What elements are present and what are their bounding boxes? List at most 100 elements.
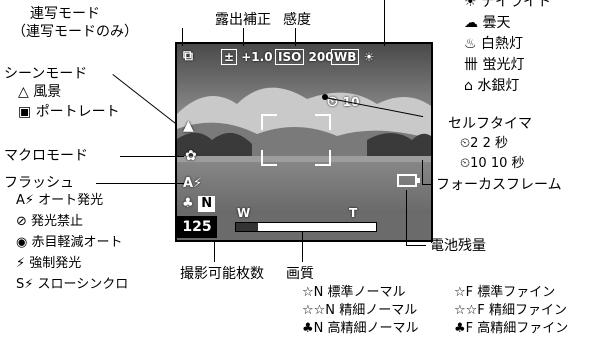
wb-item-label: 曇天 bbox=[482, 15, 511, 31]
quality-item: ☆F 標準ファイン bbox=[454, 285, 555, 301]
wb-mercury-icon: ⌂ bbox=[464, 78, 473, 94]
exposure-label: 露出補正 bbox=[215, 12, 271, 28]
wb-label: WB bbox=[331, 49, 360, 65]
focus-frame-top-right bbox=[315, 114, 331, 130]
wb-item: 卌 蛍光灯 bbox=[464, 57, 551, 78]
self-timer-2s-icon: ⏲2 bbox=[460, 136, 479, 151]
landscape-scene-icon: ▲ bbox=[183, 118, 194, 134]
leader-scene bbox=[112, 74, 177, 125]
iso-label: ISO bbox=[275, 49, 305, 65]
quality-item-label: 高精細ファイン bbox=[477, 321, 569, 336]
battery-label: 電池残量 bbox=[430, 238, 486, 254]
scene-mode-label: シーンモード bbox=[4, 66, 88, 82]
wb-item: ☀ デイライト bbox=[464, 0, 551, 15]
wb-list: ☀ デイライト ☁ 曇天 ♨ 白熱灯 卌 蛍光灯 ⌂ 水銀灯 bbox=[464, 0, 551, 99]
leader-focus-v bbox=[422, 160, 423, 184]
wb-item: ☁ 曇天 bbox=[464, 15, 551, 36]
exposure-compensation-icon: ± bbox=[221, 49, 238, 65]
quality-standard-fine-icon: ☆F bbox=[454, 285, 474, 300]
quality-standard-normal-icon: ☆N bbox=[302, 285, 324, 300]
leader-exposure bbox=[243, 28, 244, 46]
wb-item: ⌂ 水銀灯 bbox=[464, 78, 551, 99]
self-timer-item-label: 2 秒 bbox=[482, 136, 508, 151]
focus-frame-bottom-left bbox=[261, 150, 277, 166]
flash-item: ◉ 赤目軽減オート bbox=[16, 235, 128, 256]
self-timer-icon: ⏲ bbox=[327, 94, 338, 110]
leader-iso bbox=[295, 28, 296, 46]
auto-flash-icon: A⚡ bbox=[183, 176, 203, 191]
continuous-mode-label: 連写モード bbox=[30, 6, 100, 22]
portrait-icon: ▣ bbox=[18, 104, 32, 120]
leader-continuous bbox=[182, 28, 183, 46]
leader-macro bbox=[120, 156, 184, 157]
leader-battery-v bbox=[406, 190, 407, 245]
focus-frame-bottom-right bbox=[315, 150, 331, 166]
flash-item-label: 発光禁止 bbox=[31, 214, 84, 229]
flash-item-label: 赤目軽減オート bbox=[31, 235, 123, 250]
leader-quality bbox=[302, 232, 303, 262]
focus-frame-top-left bbox=[261, 114, 277, 130]
quality-mark: N bbox=[198, 196, 216, 212]
shots-remaining-label: 撮影可能枚数 bbox=[180, 266, 264, 282]
scenery-photo bbox=[177, 44, 431, 240]
wb-incandescent-icon: ♨ bbox=[464, 36, 477, 52]
leader-battery-h bbox=[406, 245, 426, 246]
scene-item-label: 風景 bbox=[33, 84, 62, 100]
focus-frame-label: フォーカスフレーム bbox=[436, 177, 562, 193]
continuous-mode-icon: ⧉ bbox=[183, 48, 193, 64]
flash-item: A⚡ オート発光 bbox=[16, 193, 128, 214]
quality-stars-icon: ♣ bbox=[182, 196, 194, 211]
scene-item: ▣ ポートレート bbox=[18, 104, 120, 120]
wb-fluorescent-icon: 卌 bbox=[464, 57, 478, 73]
zoom-tele-label: T bbox=[349, 206, 358, 220]
flash-auto-icon: A⚡ bbox=[16, 193, 35, 208]
flash-item: ⚡ 強制発光 bbox=[16, 256, 128, 277]
wb-item-label: デイライト bbox=[481, 0, 552, 10]
quality-item-label: 標準ファイン bbox=[477, 285, 556, 300]
quality-fine-fine-icon: ☆☆F bbox=[454, 303, 485, 318]
flash-list: A⚡ オート発光 ⊘ 発光禁止 ◉ 赤目軽減オート ⚡ 強制発光 S⚡ スローシ… bbox=[16, 193, 128, 298]
continuous-mode-sublabel: （連写モードのみ） bbox=[12, 24, 138, 40]
self-timer-item-label: 10 秒 bbox=[490, 156, 525, 171]
quality-fine-normal-icon: ☆☆N bbox=[302, 303, 336, 318]
leader-wb bbox=[384, 0, 385, 46]
landscape-icon: △ bbox=[18, 84, 29, 100]
quality-item-label: 精細ノーマル bbox=[339, 303, 418, 318]
wb-item: ♨ 白熱灯 bbox=[464, 36, 551, 57]
leader-shots bbox=[214, 240, 215, 262]
flash-item-label: 強制発光 bbox=[29, 256, 82, 271]
wb-item-label: 白熱灯 bbox=[481, 36, 524, 52]
zoom-wide-label: W bbox=[237, 206, 251, 220]
quality-label: 画質 bbox=[286, 266, 314, 282]
wb-item-label: 蛍光灯 bbox=[482, 57, 525, 73]
iso-label-text: 感度 bbox=[283, 12, 311, 28]
flash-slow-sync-icon: S⚡ bbox=[16, 277, 34, 292]
self-timer-10s-icon: ⏲10 bbox=[460, 156, 487, 171]
wb-daylight-list-icon: ☀ bbox=[464, 0, 477, 10]
iso-value: 200 bbox=[308, 50, 334, 64]
wb-item-label: 水銀灯 bbox=[477, 78, 520, 94]
quality-item: ☆☆F 精細ファイン bbox=[454, 303, 567, 319]
leader-flash bbox=[96, 183, 184, 184]
exposure-indicator: ± +1.0 bbox=[221, 49, 273, 65]
quality-item-label: 精細ファイン bbox=[488, 303, 567, 318]
flash-off-icon: ⊘ bbox=[16, 214, 27, 229]
flash-item-label: オート発光 bbox=[38, 193, 104, 208]
zoom-bar-position bbox=[236, 223, 258, 231]
flash-forced-icon: ⚡ bbox=[16, 256, 26, 271]
flash-label: フラッシュ bbox=[4, 175, 74, 191]
quality-item-label: 標準ノーマル bbox=[327, 285, 406, 300]
quality-super-fine-icon: ♣F bbox=[454, 321, 474, 336]
flash-item-label: スローシンクロ bbox=[37, 277, 129, 292]
flash-item: ⊘ 発光禁止 bbox=[16, 214, 128, 235]
iso-indicator: ISO 200 bbox=[275, 49, 334, 65]
self-timer-label: セルフタイマ bbox=[448, 116, 532, 132]
macro-mode-label: マクロモード bbox=[4, 148, 88, 164]
flash-redeye-icon: ◉ bbox=[16, 235, 28, 250]
battery-icon bbox=[397, 174, 420, 187]
quality-indicator: ♣ N bbox=[182, 196, 216, 212]
macro-icon: ✿ bbox=[185, 148, 197, 164]
zoom-bar bbox=[235, 222, 377, 232]
white-balance-indicator: WB ☀ bbox=[331, 49, 374, 65]
lcd-screen: ⧉ ± +1.0 ISO 200 WB ☀ ▲ ✿ A⚡ ♣ N ⏲ 10 W … bbox=[175, 42, 433, 242]
